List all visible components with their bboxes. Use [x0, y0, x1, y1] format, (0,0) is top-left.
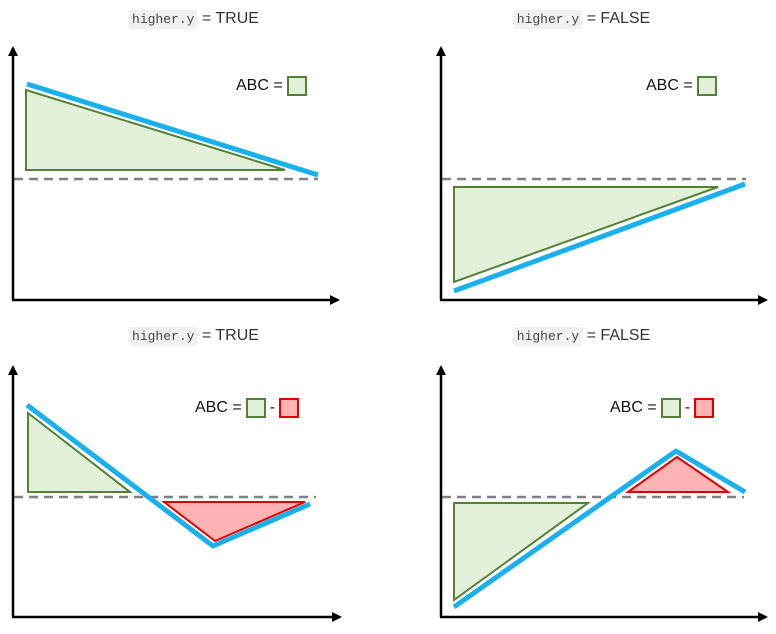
panel-higher-y-true-mixed: higher.y = TRUE ABC = -	[0, 317, 388, 634]
positive-swatch	[245, 398, 266, 418]
positive-swatch	[660, 398, 681, 418]
negative-area	[161, 501, 306, 543]
legend-minus: -	[684, 399, 691, 416]
title-value: = FALSE	[582, 327, 651, 344]
title-value: = TRUE	[197, 327, 259, 344]
positive-area	[25, 88, 286, 171]
positive-area	[453, 502, 592, 602]
code-label: higher.y	[513, 10, 583, 29]
legend-minus: -	[269, 399, 276, 416]
legend: ABC = -	[610, 396, 715, 420]
legend-label: ABC =	[610, 399, 657, 416]
panel-title: higher.y = FALSE	[388, 10, 776, 29]
plot	[436, 365, 768, 622]
panel-higher-y-true-positive: higher.y = TRUE ABC =	[0, 0, 388, 317]
panel-title: higher.y = TRUE	[0, 327, 388, 346]
panel-title: higher.y = TRUE	[0, 10, 388, 29]
panel-higher-y-false-mixed: higher.y = FALSE ABC = -	[388, 317, 776, 634]
positive-swatch	[286, 76, 307, 96]
panel-title: higher.y = FALSE	[388, 327, 776, 346]
positive-area	[453, 186, 719, 284]
negative-area	[624, 455, 732, 493]
legend: ABC =	[646, 74, 717, 98]
code-label: higher.y	[129, 10, 198, 29]
positive-swatch	[696, 76, 717, 96]
panel-higher-y-false-positive: higher.y = FALSE ABC =	[388, 0, 776, 317]
title-value: = FALSE	[582, 10, 651, 27]
negative-swatch	[694, 398, 715, 418]
plot	[7, 365, 342, 622]
legend-label: ABC =	[195, 399, 242, 416]
data-line	[452, 448, 747, 610]
code-label: higher.y	[513, 327, 583, 346]
negative-swatch	[279, 398, 300, 418]
legend: ABC =	[236, 74, 307, 98]
plot	[436, 46, 768, 305]
data-line	[453, 181, 746, 294]
legend-label: ABC =	[236, 77, 283, 94]
legend: ABC = -	[195, 396, 300, 420]
plot	[7, 46, 340, 305]
title-value: = TRUE	[197, 10, 259, 27]
positive-area	[27, 410, 133, 493]
data-line	[25, 403, 311, 549]
data-line	[26, 81, 319, 178]
code-label: higher.y	[129, 327, 198, 346]
legend-label: ABC =	[646, 77, 693, 94]
